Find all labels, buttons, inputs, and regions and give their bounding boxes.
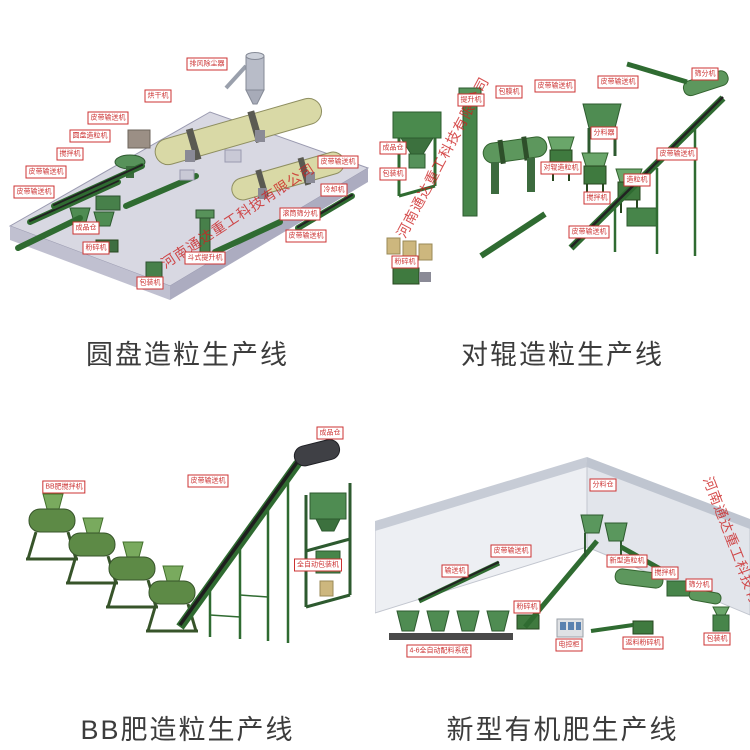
equipment-label: 成品仓 [379, 141, 407, 155]
equipment-label: 皮带输送机 [656, 147, 698, 161]
batching-system [389, 610, 513, 640]
equipment-label: 成品仓 [72, 221, 100, 235]
equipment-label: 搅拌机 [651, 566, 679, 580]
equipment-label: BB肥搅拌机 [42, 480, 86, 494]
equipment-label: 包膜机 [495, 85, 523, 99]
caption-organic-fertilizer-line: 新型有机肥生产线 [446, 715, 679, 745]
equipment-label: 皮带输送机 [187, 474, 229, 488]
equipment-label: 成品仓 [316, 426, 344, 440]
belt-conveyors [15, 163, 355, 255]
rotary-dryer [154, 97, 323, 166]
equipment-label: 粉碎机 [513, 600, 541, 614]
equipment-label: 筛分机 [691, 67, 719, 81]
equipment-label: 斗式提升机 [184, 251, 226, 265]
caption-roller-granulation-line: 对辊造粒生产线 [461, 340, 664, 370]
dust-collector [224, 52, 265, 105]
walls [375, 457, 750, 616]
bb-line-svg [24, 439, 352, 643]
equipment-label: 返料粉碎机 [622, 636, 664, 650]
equipment-label: 皮带输送机 [317, 155, 359, 169]
left-conveyor [417, 560, 501, 604]
equipment-label: 皮带输送机 [285, 229, 327, 243]
panel-disc-granulation-line: 河南通达重工科技有限公司 排风除尘器 烘干机 皮带输送机 圆盘造粒机 搅拌机 皮… [0, 0, 375, 375]
hot-air-furnace [127, 129, 151, 149]
equipment-label: 皮带输送机 [597, 75, 639, 89]
equipment-label: 排风除尘器 [186, 57, 228, 71]
divider-bins [580, 514, 628, 563]
equipment-label: 粉碎机 [391, 255, 419, 269]
equipment-label: 包装机 [379, 167, 407, 181]
equipment-label: 皮带输送机 [87, 111, 129, 125]
panel-bb-fertilizer-line: BB肥搅拌机 皮带输送机 成品仓 全自动包装机 BB肥造粒生产线 [0, 375, 375, 750]
equipment-label: 分料仓 [589, 478, 617, 492]
panel-roller-granulation-line: 河南通达重工科技有限公司 成品仓 包装机 提升机 包膜机 皮带输送机 皮带输送机… [375, 0, 750, 375]
mixer [626, 207, 658, 227]
equipment-label: 粉碎机 [82, 241, 110, 255]
equipment-label: 皮带输送机 [568, 225, 610, 239]
crusher [392, 267, 420, 285]
equipment-label: 烘干机 [144, 89, 172, 103]
equipment-label: 搅拌机 [583, 191, 611, 205]
inclined-conveyor [176, 459, 302, 643]
equipment-label: 包装机 [136, 276, 164, 290]
equipment-label: 皮带输送机 [490, 544, 532, 558]
equipment-label: 4-6全自动配料系统 [406, 644, 472, 658]
equipment-label: 圆盘造粒机 [69, 129, 111, 143]
coating-drum [482, 136, 548, 165]
head-drum [293, 439, 341, 467]
mixer [95, 195, 121, 211]
mid-conveyor [479, 211, 547, 259]
bb-mixers [24, 492, 200, 633]
equipment-label: 提升机 [457, 93, 485, 107]
control-cabinet [556, 618, 584, 638]
equipment-label: 对辊造粒机 [540, 161, 582, 175]
caption-bb-fertilizer-line: BB肥造粒生产线 [80, 715, 295, 745]
finished-product-bin [392, 111, 442, 198]
equipment-label: 搅拌机 [56, 147, 84, 161]
equipment-label: 全自动包装机 [294, 558, 342, 572]
equipment-label: 造粒机 [623, 173, 651, 187]
return-crusher [632, 620, 654, 635]
equipment-label: 滚筒筛分机 [279, 207, 321, 221]
equipment-label: 新型造粒机 [606, 554, 648, 568]
equipment-label: 包装机 [703, 632, 731, 646]
granulator-drum [614, 568, 664, 589]
panel-organic-fertilizer-line: 河南通达重工科技有限公司 [375, 375, 750, 750]
equipment-label: 输送机 [441, 564, 469, 578]
equipment-label: 冷却机 [320, 183, 348, 197]
bb-line-illustration [0, 375, 375, 705]
equipment-label: 皮带输送机 [534, 79, 576, 93]
caption-disc-granulation-line: 圆盘造粒生产线 [86, 340, 289, 370]
organic-line-illustration: 河南通达重工科技有限公司 [375, 375, 750, 705]
equipment-label: 分料器 [590, 126, 618, 140]
equipment-label: 皮带输送机 [13, 185, 55, 199]
organic-line-svg: 河南通达重工科技有限公司 [375, 457, 750, 648]
equipment-label: 电控柜 [555, 638, 583, 652]
packing-platform [304, 483, 352, 609]
packing-machine [712, 606, 730, 632]
equipment-label: 皮带输送机 [25, 165, 67, 179]
bags [386, 237, 433, 261]
equipment-label: 筛分机 [685, 578, 713, 592]
